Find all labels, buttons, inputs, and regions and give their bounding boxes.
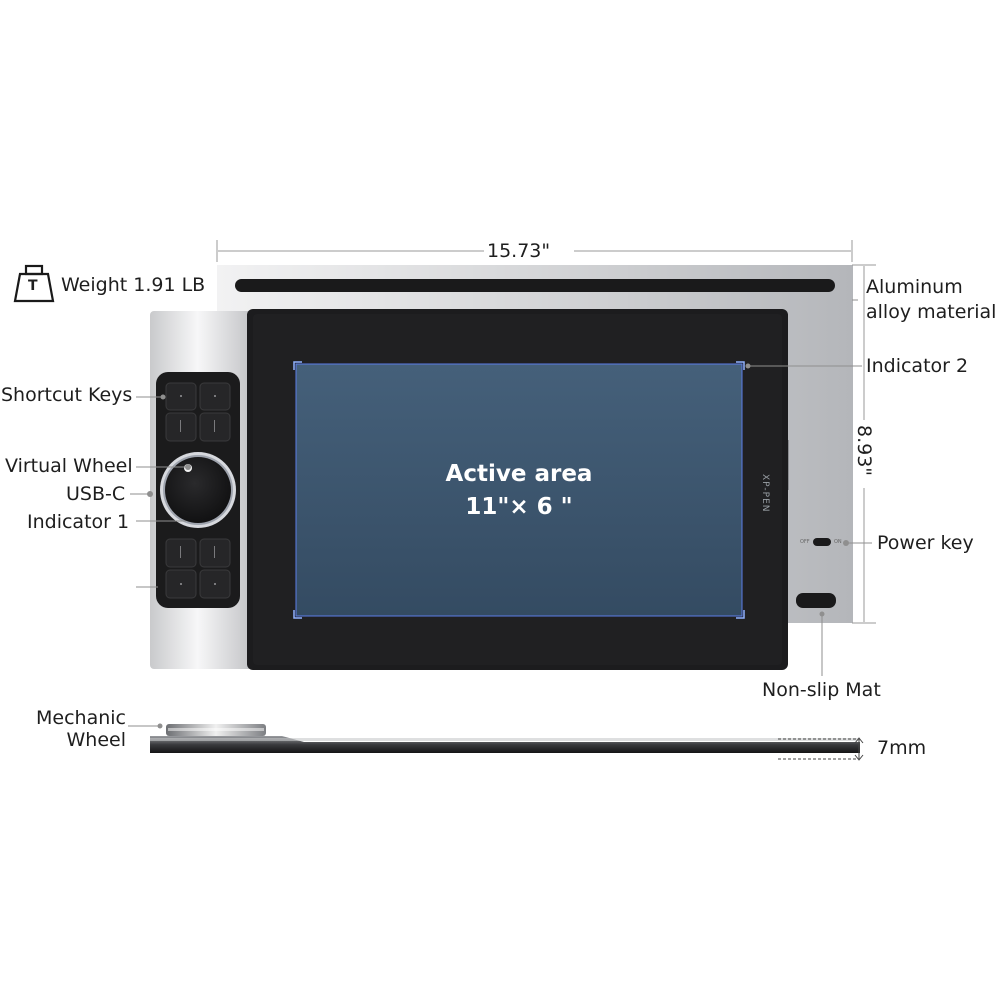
width-label: 15.73" <box>487 240 551 262</box>
height-dimension <box>852 264 876 624</box>
indicator-2-label: Indicator 2 <box>866 355 969 377</box>
virtual-wheel-label: Virtual Wheel <box>5 455 133 477</box>
non-slip-mat-label: Non-slip Mat <box>762 679 881 701</box>
width-dimension <box>216 240 853 262</box>
active-area-size: 11"× 6 " <box>465 494 573 520</box>
active-area <box>295 363 743 617</box>
weight-icon-letter: T <box>28 278 38 294</box>
power-key-label: Power key <box>877 532 974 554</box>
power-switch <box>813 538 831 546</box>
power-off-label: OFF <box>800 539 810 545</box>
usb-c-label: USB-C <box>66 483 126 505</box>
side-profile <box>150 724 860 753</box>
active-area-title: Active area <box>445 461 593 487</box>
weight-label: Weight 1.91 LB <box>61 274 206 296</box>
shortcut-keys-label: Shortcut Keys <box>1 384 133 406</box>
power-on-label: ON <box>834 539 842 545</box>
aluminum-label: Aluminum alloy material <box>866 276 997 323</box>
brand-logo: XP-PEN <box>760 474 770 513</box>
thickness-dimension <box>778 737 864 761</box>
indicator-1-label: Indicator 1 <box>27 511 130 533</box>
height-label: 8.93" <box>853 425 875 477</box>
mechanic-wheel-label: Mechanic Wheel <box>36 707 126 751</box>
thickness-label: 7mm <box>877 737 927 759</box>
weight-icon <box>13 264 55 303</box>
